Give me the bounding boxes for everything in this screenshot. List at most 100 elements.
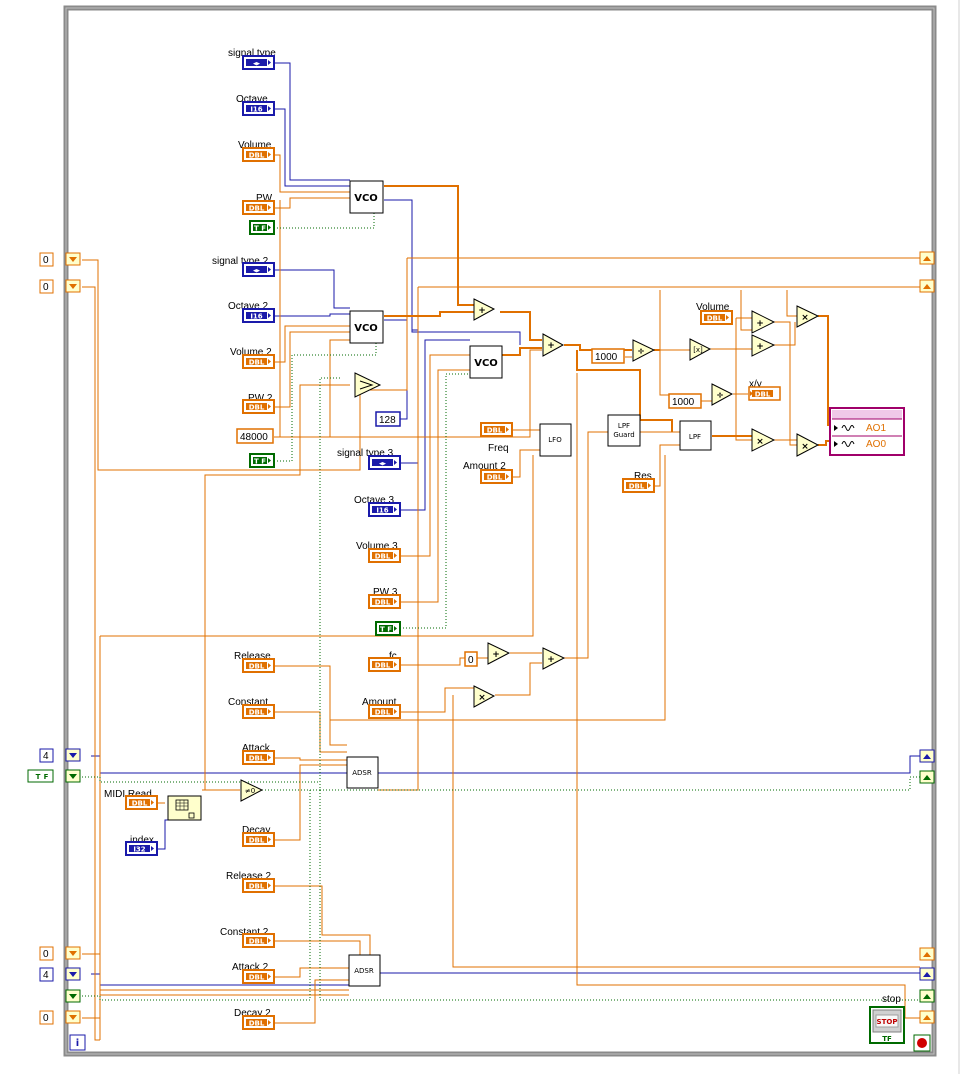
control-signal-type-2[interactable]: signal type 2◂▸ — [212, 256, 275, 277]
index-label: index — [130, 835, 154, 846]
svg-text:+: + — [492, 650, 500, 660]
xy-label: x/y — [749, 379, 762, 390]
div-op-1: ÷ — [632, 339, 656, 362]
control-bool1[interactable]: T F — [249, 220, 275, 235]
signal-type-3-label: signal type 3 — [337, 448, 394, 459]
svg-text:4: 4 — [43, 970, 49, 981]
add-op-3: + — [751, 310, 776, 334]
right-shift-registers — [919, 251, 935, 1024]
volume-label: Volume — [238, 140, 272, 151]
constant-label: Constant — [228, 697, 268, 708]
svg-text:ADSR: ADSR — [352, 769, 372, 777]
fc-label: fc — [389, 651, 397, 662]
octave-2-label: Octave 2 — [228, 301, 268, 312]
svg-text:≠0: ≠0 — [245, 787, 255, 795]
const-0 — [464, 651, 478, 667]
decay-2-label: Decay 2 — [234, 1008, 271, 1019]
svg-text:stop: stop — [882, 994, 901, 1005]
svg-text:STOP: STOP — [877, 1018, 898, 1026]
decay-2-type: DBL — [249, 1020, 265, 1028]
octave-3-label: Octave 3 — [354, 495, 394, 506]
constant-type: DBL — [249, 709, 265, 717]
svg-text:+: + — [547, 655, 555, 665]
svg-text:48000: 48000 — [240, 432, 268, 443]
ao-cluster: AO1 AO0 — [829, 407, 905, 456]
svg-text:VCO: VCO — [354, 193, 378, 204]
octave-label: Octave — [236, 94, 268, 105]
signal-type-2-label: signal type 2 — [212, 256, 269, 267]
sr-const-0a — [39, 252, 54, 267]
svg-text:F: F — [44, 773, 49, 781]
lpf-block: LPF — [679, 420, 712, 451]
svg-text:LPF: LPF — [618, 422, 630, 430]
stop-button[interactable]: stop STOP TF — [869, 994, 905, 1044]
bool1-type: T F — [254, 225, 266, 233]
index-type: I32 — [133, 846, 145, 854]
control-signal-type-3[interactable]: signal type 3◂▸ — [337, 448, 401, 470]
control-bool3[interactable]: T F — [375, 621, 401, 636]
vco-2-block: VCO — [349, 310, 384, 344]
add-op-4: + — [751, 334, 776, 357]
pw-3-label: PW 3 — [373, 587, 398, 598]
signal-type-type: ◂▸ — [253, 60, 261, 68]
res-type: DBL — [629, 483, 645, 491]
octave-3-type: I16 — [376, 507, 388, 515]
pw-2-label: PW 2 — [248, 393, 273, 404]
const-128 — [375, 411, 401, 427]
svg-text:0: 0 — [468, 655, 474, 666]
mul-op-4: × — [473, 685, 496, 708]
svg-text:AO1: AO1 — [866, 423, 886, 434]
mul-op-3: × — [796, 433, 820, 457]
control-bool2[interactable]: T F — [249, 453, 275, 468]
svg-text:128: 128 — [379, 415, 396, 426]
svg-text:VCO: VCO — [474, 358, 498, 369]
select-function — [354, 372, 382, 398]
fc-type: DBL — [375, 662, 391, 670]
midi-read-type: DBL — [132, 800, 148, 808]
svg-text:AO0: AO0 — [866, 439, 886, 450]
signal-type-2-type: ◂▸ — [253, 267, 261, 275]
attack-label: Attack — [242, 743, 271, 754]
volume-3-label: Volume 3 — [356, 541, 398, 552]
attack-type: DBL — [249, 755, 265, 763]
amount-2-type: DBL — [487, 474, 503, 482]
left-shift-registers: 0 0 4 T F 0 4 0 — [27, 252, 81, 1025]
signal-type-3-type: ◂▸ — [379, 460, 387, 468]
svg-text:T: T — [36, 773, 41, 781]
svg-text:+: + — [756, 319, 764, 329]
control-signal-type[interactable]: signal type◂▸ — [228, 48, 276, 70]
svg-text:1000: 1000 — [672, 397, 695, 408]
volume-type: DBL — [249, 152, 265, 160]
svg-text:0: 0 — [43, 282, 49, 293]
decay-type: DBL — [249, 837, 265, 845]
sr-const-F — [27, 769, 54, 783]
div-op-2: ÷ — [711, 383, 734, 406]
